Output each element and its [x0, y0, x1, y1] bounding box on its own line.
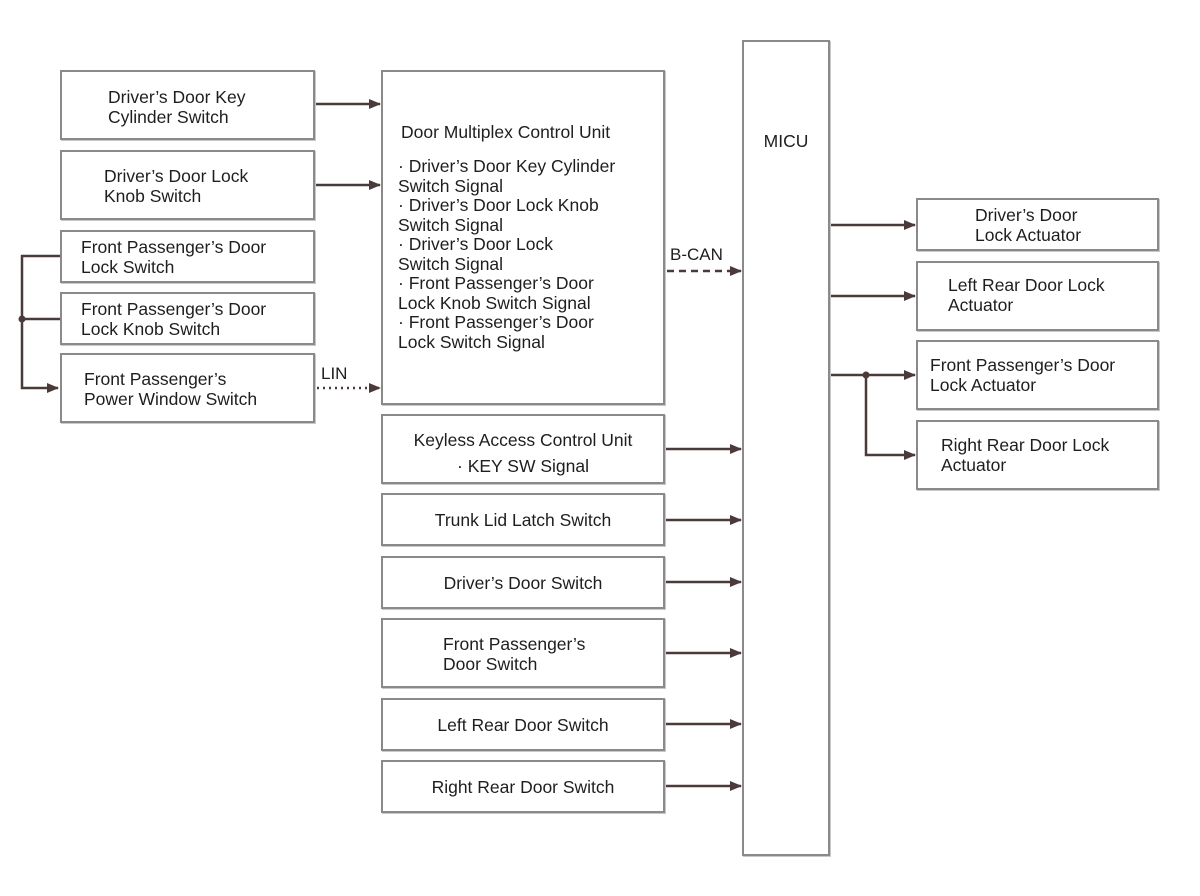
driver-lock-knob-switch-label: Driver’s Door Lock Knob Switch: [104, 166, 249, 206]
trunk-lid-latch-switch-label: Trunk Lid Latch Switch: [434, 510, 612, 530]
dmcu-signal: · Driver’s Door Lock Switch Signal: [398, 234, 553, 274]
left-rear-door-switch-box: Left Rear Door Switch: [381, 698, 665, 751]
wire-right-rear-actuator: [864, 375, 916, 460]
junction-dot-left: [18, 315, 26, 323]
dmcu-signal: · Front Passenger’s Door Lock Switch Sig…: [398, 312, 594, 352]
dmcu-title: Door Multiplex Control Unit: [401, 122, 611, 142]
fp-lock-switch-box: Front Passenger’s Door Lock Switch: [60, 230, 315, 283]
driver-door-lock-actuator-box: Driver’s Door Lock Actuator: [916, 198, 1159, 251]
fp-power-window-switch-label: Front Passenger’s Power Window Switch: [84, 369, 258, 409]
keyless-access-control-unit: Keyless Access Control Unit · KEY SW Sig…: [381, 414, 665, 484]
keyless-title: Keyless Access Control Unit: [413, 430, 633, 450]
left-rear-door-lock-actuator-box: Left Rear Door Lock Actuator: [916, 261, 1159, 331]
lin-label: LIN: [321, 364, 348, 383]
wire-fp-bus: [20, 254, 60, 393]
fp-door-lock-actuator-box: Front Passenger’s Door Lock Actuator: [916, 340, 1159, 410]
door-multiplex-control-unit: Door Multiplex Control Unit · Driver’s D…: [381, 70, 665, 405]
keyless-signal: · KEY SW Signal: [457, 456, 589, 476]
left-rear-door-switch-label: Left Rear Door Switch: [437, 715, 609, 735]
bcan-label: B-CAN: [670, 245, 723, 264]
driver-door-switch-box: Driver’s Door Switch: [381, 556, 665, 609]
fp-lock-knob-switch-label: Front Passenger’s Door Lock Knob Switch: [81, 299, 267, 339]
right-rear-door-switch-box: Right Rear Door Switch: [381, 760, 665, 813]
right-rear-door-switch-label: Right Rear Door Switch: [431, 777, 615, 797]
fp-lock-knob-switch-box: Front Passenger’s Door Lock Knob Switch: [60, 292, 315, 345]
junction-dot-right: [862, 371, 870, 379]
fp-power-window-switch-box: Front Passenger’s Power Window Switch: [60, 353, 315, 423]
driver-lock-knob-switch-box: Driver’s Door Lock Knob Switch: [60, 150, 315, 220]
driver-door-lock-actuator-label: Driver’s Door Lock Actuator: [975, 205, 1082, 245]
right-rear-door-lock-actuator-label: Right Rear Door Lock Actuator: [941, 435, 1110, 475]
dmcu-signal: · Front Passenger’s Door Lock Knob Switc…: [398, 273, 594, 313]
driver-door-switch-label: Driver’s Door Switch: [443, 573, 603, 593]
fp-door-switch-label: Front Passenger’s Door Switch: [443, 634, 586, 674]
micu-label: MICU: [763, 131, 809, 151]
fp-door-lock-actuator-label: Front Passenger’s Door Lock Actuator: [930, 355, 1116, 395]
trunk-lid-latch-switch-box: Trunk Lid Latch Switch: [381, 493, 665, 546]
fp-lock-switch-label: Front Passenger’s Door Lock Switch: [81, 237, 267, 277]
driver-key-cylinder-switch-label: Driver’s Door Key Cylinder Switch: [108, 87, 246, 127]
fp-door-switch-box: Front Passenger’s Door Switch: [381, 618, 665, 688]
left-rear-door-lock-actuator-label: Left Rear Door Lock Actuator: [948, 275, 1105, 315]
micu-unit: MICU: [742, 40, 830, 856]
dmcu-signal: · Driver’s Door Lock Knob Switch Signal: [398, 195, 599, 235]
right-rear-door-lock-actuator-box: Right Rear Door Lock Actuator: [916, 420, 1159, 490]
driver-key-cylinder-switch-box: Driver’s Door Key Cylinder Switch: [60, 70, 315, 140]
dmcu-signal: · Driver’s Door Key Cylinder Switch Sign…: [398, 156, 616, 196]
